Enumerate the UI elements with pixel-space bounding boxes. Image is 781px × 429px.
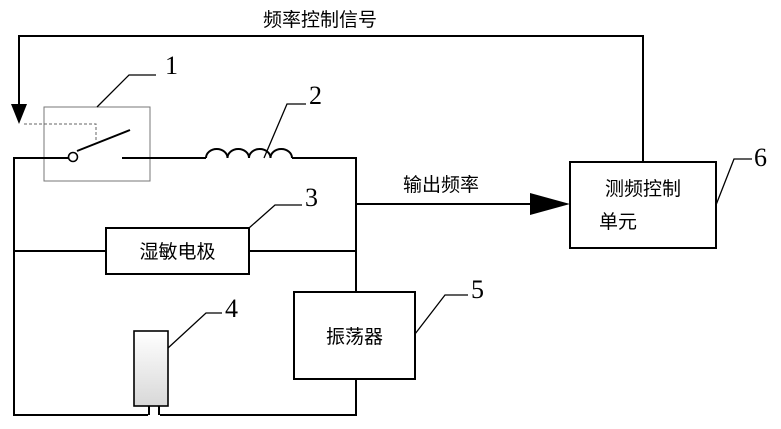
circuit-wires [14, 158, 540, 415]
output-arrow-head [530, 193, 570, 215]
callout-number-1: 1 [165, 51, 178, 80]
controller-label-line1: 测频控制 [605, 178, 681, 200]
callout-number-4: 4 [225, 294, 238, 323]
inductor [206, 149, 292, 158]
controller-box [570, 162, 716, 248]
output-frequency-label: 输出频率 [403, 174, 479, 196]
controller-label-line2: 单元 [599, 211, 637, 233]
feedback-signal-label: 频率控制信号 [263, 9, 377, 31]
callout-number-5: 5 [471, 275, 484, 304]
capacitor-element [134, 331, 168, 415]
callout-number-6: 6 [754, 143, 767, 172]
callout-number-2: 2 [309, 81, 322, 110]
oscillator-label: 振荡器 [326, 326, 383, 348]
humidity-electrode-label: 湿敏电极 [139, 241, 215, 263]
switch [24, 107, 150, 181]
callout-number-3: 3 [305, 183, 318, 212]
